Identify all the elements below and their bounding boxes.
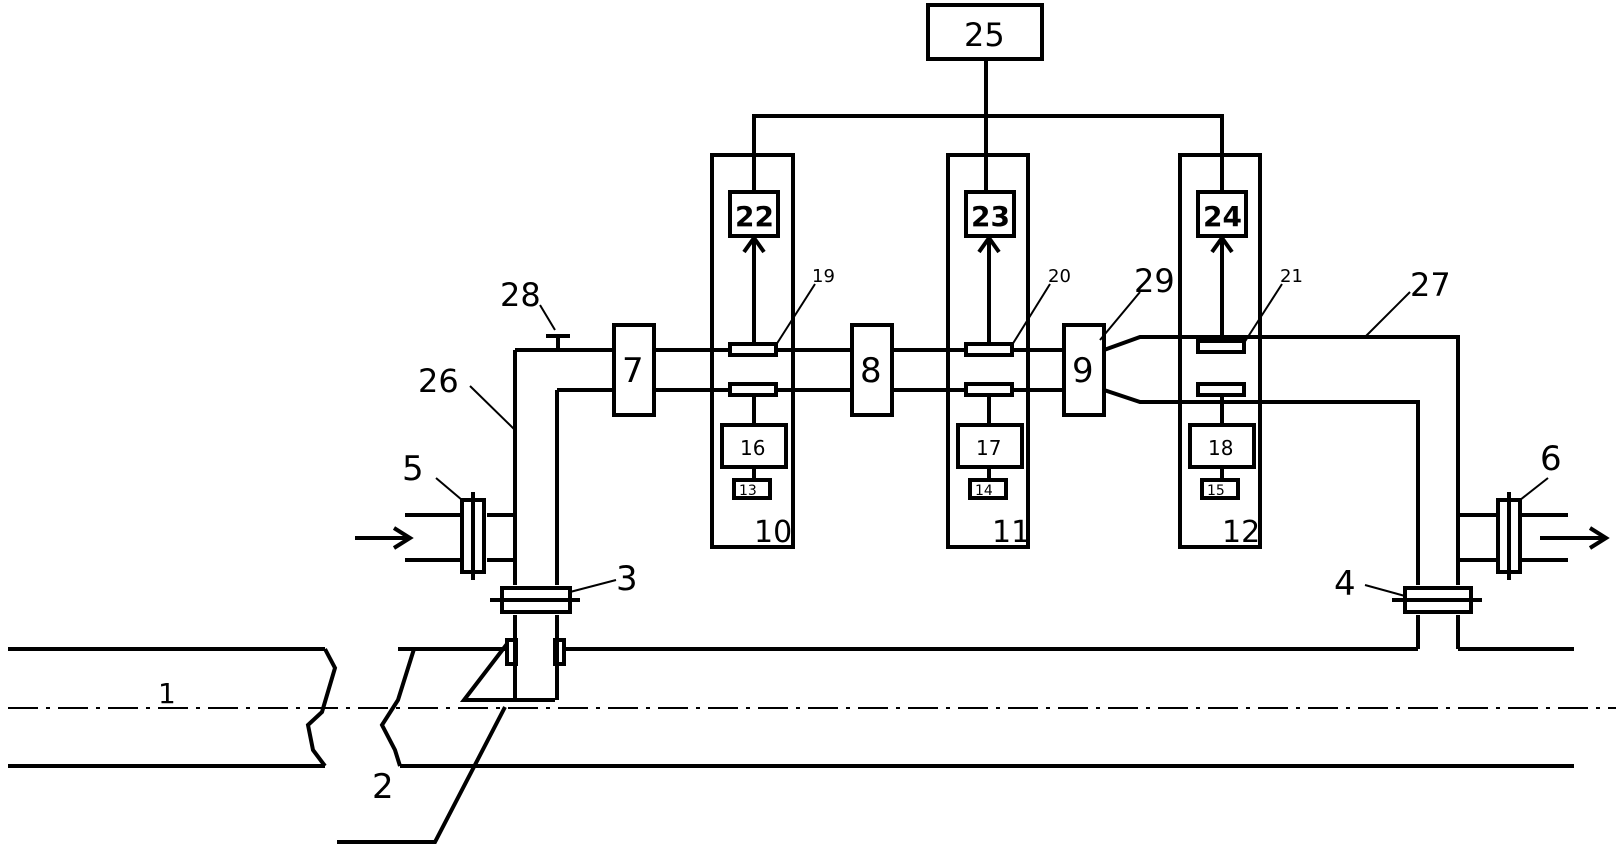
sub-a [732,478,772,500]
hub-wiring [752,3,1224,192]
probe-c [1196,339,1246,354]
label-13: 13 [739,483,757,499]
label-26: 26 [418,362,459,400]
leader-27 [1364,291,1411,338]
label-24: 24 [1203,200,1242,233]
label-2: 2 [372,767,394,807]
label-27: 27 [1410,266,1451,304]
label-25: 25 [964,16,1005,54]
port-stub [539,304,570,350]
label-11: 11 [992,515,1030,550]
station-a-internals [720,190,816,500]
label-10: 10 [754,515,792,550]
riser-left [490,350,580,700]
probe-b [964,342,1014,357]
label-3: 3 [616,559,638,599]
lower-b [956,423,1024,469]
inlet-nozzle [337,638,566,844]
label-19: 19 [812,266,835,287]
main-pipeline [8,647,1616,768]
hub [926,3,1044,61]
label-7: 7 [622,351,644,391]
label-8: 8 [860,351,882,391]
label-21: 21 [1280,266,1303,287]
riser-right [1392,492,1610,614]
label-28: 28 [500,276,541,314]
label-17: 17 [976,436,1001,460]
leader-3 [569,579,617,593]
label-6: 6 [1540,439,1562,479]
label-9: 9 [1072,351,1094,391]
unit-b [850,323,894,417]
probe-a [728,342,778,357]
label-4: 4 [1334,564,1356,604]
label-16: 16 [740,436,765,460]
label-22: 22 [735,200,774,233]
leader-5 [435,477,463,501]
sub-c [1200,478,1240,500]
label-29: 29 [1134,262,1175,300]
leader-6 [1519,477,1549,501]
label-18: 18 [1208,436,1233,460]
probe-c-lower [1196,382,1246,397]
station-b-internals [956,190,1051,500]
leader-4 [1364,584,1406,597]
label-20: 20 [1048,266,1071,287]
label-15: 15 [1207,483,1225,499]
unit-a [612,323,656,417]
station-c-internals [1188,190,1283,500]
label-1: 1 [158,677,176,710]
probe-b-lower [964,382,1014,397]
sub-b [968,478,1008,500]
label-23: 23 [971,200,1010,233]
label-14: 14 [975,483,993,499]
inlet-branch [355,492,515,580]
unit-c [1062,323,1106,417]
leader-29 [1099,291,1141,341]
label-12: 12 [1222,515,1260,550]
leader-26 [469,385,516,431]
probe-a-lower [728,382,778,397]
lower-c [1188,423,1256,469]
label-5: 5 [402,449,424,489]
lower-a [720,423,788,469]
